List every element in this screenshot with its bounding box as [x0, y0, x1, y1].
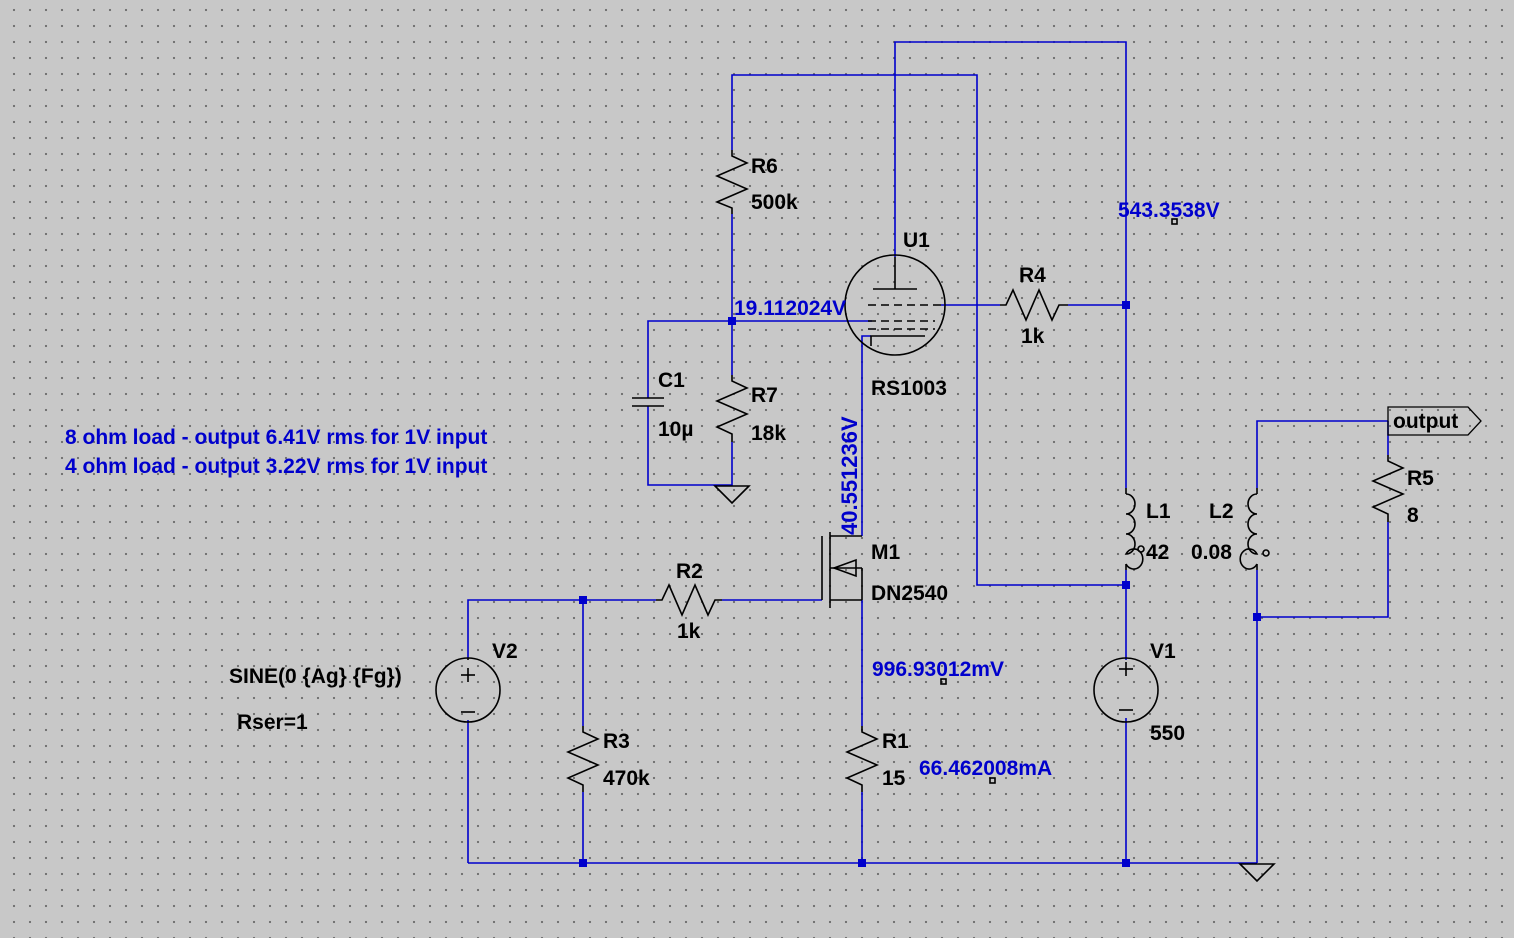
m1-mosfet-symbol[interactable]	[821, 532, 863, 608]
c1-value: 10µ	[658, 418, 693, 441]
r5-value: 8	[1407, 504, 1419, 527]
r6-ref: R6	[751, 155, 778, 178]
l2-ref: L2	[1209, 500, 1234, 523]
junction-plate-node	[1122, 301, 1130, 309]
note-line-2: 4 ohm load - output 3.22V rms for 1V inp…	[65, 455, 487, 478]
r2-symbol[interactable]	[656, 582, 722, 618]
probe-markers	[940, 218, 1178, 784]
r5-symbol[interactable]	[1370, 455, 1406, 522]
probe-grid2-voltage: 19.112024V	[734, 297, 846, 320]
probe-plate-voltage: 543.3538V	[1118, 199, 1220, 222]
r1-ref: R1	[882, 730, 909, 753]
probe-source-voltage: 996.93012mV	[872, 658, 1004, 681]
l1-value: 42	[1146, 541, 1169, 564]
ground-symbol-main	[1238, 863, 1276, 883]
wire-c1-top	[647, 320, 732, 398]
r5-ref: R5	[1407, 467, 1434, 490]
v2-source-symbol[interactable]	[435, 657, 501, 723]
r3-value: 470k	[603, 767, 650, 790]
junction-grid-node	[728, 317, 736, 325]
u1-ref: U1	[903, 229, 930, 252]
junction-gnd-r1	[858, 859, 866, 867]
v2-value: SINE(0 {Ag} {Fg})	[229, 665, 402, 688]
r7-symbol[interactable]	[714, 375, 750, 442]
u1-tube-symbol[interactable]	[844, 254, 946, 356]
junction-input-node	[579, 596, 587, 604]
u1-value: RS1003	[871, 377, 947, 400]
r3-symbol[interactable]	[565, 726, 601, 792]
r7-value: 18k	[751, 422, 786, 445]
r1-symbol[interactable]	[844, 726, 880, 792]
v2-ref: V2	[492, 640, 518, 663]
wire-c1-bottom	[647, 406, 732, 486]
l1-ref: L1	[1146, 500, 1171, 523]
r1-value: 15	[882, 767, 906, 790]
l1-inductor-symbol[interactable]	[1124, 488, 1145, 570]
junction-l1-bottom	[1122, 581, 1130, 589]
r6-symbol[interactable]	[714, 150, 750, 214]
wire-r5-bottom	[1257, 522, 1389, 618]
v1-source-symbol[interactable]	[1093, 657, 1159, 723]
r3-ref: R3	[603, 730, 630, 753]
note-line-1: 8 ohm load - output 6.41V rms for 1V inp…	[65, 426, 487, 449]
probe-r1-current: 66.462008mA	[919, 757, 1052, 780]
junctions	[579, 301, 1261, 867]
r4-symbol[interactable]	[1000, 287, 1068, 323]
wire-plate-loop	[894, 41, 1127, 305]
r6-value: 500k	[751, 191, 798, 214]
wire-cathode-drain	[861, 335, 871, 536]
v1-ref: V1	[1150, 640, 1176, 663]
l2-inductor-symbol[interactable]	[1239, 488, 1270, 570]
junction-gnd-v1	[1122, 859, 1130, 867]
m1-ref: M1	[871, 541, 900, 564]
probe-drain-voltage: 40.551236V	[837, 416, 862, 535]
r2-value: 1k	[677, 620, 701, 643]
v1-value: 550	[1150, 722, 1185, 745]
r4-ref: R4	[1019, 264, 1046, 287]
wires	[467, 41, 1389, 864]
wire-l2-top	[1256, 420, 1388, 488]
wire-v2-top	[467, 599, 656, 658]
output-flag-label: output	[1393, 410, 1458, 433]
c1-symbol[interactable]	[632, 397, 664, 407]
wire-r6-top-loop	[731, 74, 1126, 586]
r2-ref: R2	[676, 560, 703, 583]
l2-value: 0.08	[1191, 541, 1232, 564]
r4-value: 1k	[1021, 325, 1045, 348]
junction-gnd-r3	[579, 859, 587, 867]
c1-ref: C1	[658, 369, 685, 392]
ground-symbol-r7	[713, 485, 751, 505]
r7-ref: R7	[751, 384, 778, 407]
m1-value: DN2540	[871, 582, 948, 605]
output-net-flag[interactable]	[1387, 406, 1482, 436]
v2-rser: Rser=1	[237, 711, 308, 734]
junction-output-node	[1253, 613, 1261, 621]
